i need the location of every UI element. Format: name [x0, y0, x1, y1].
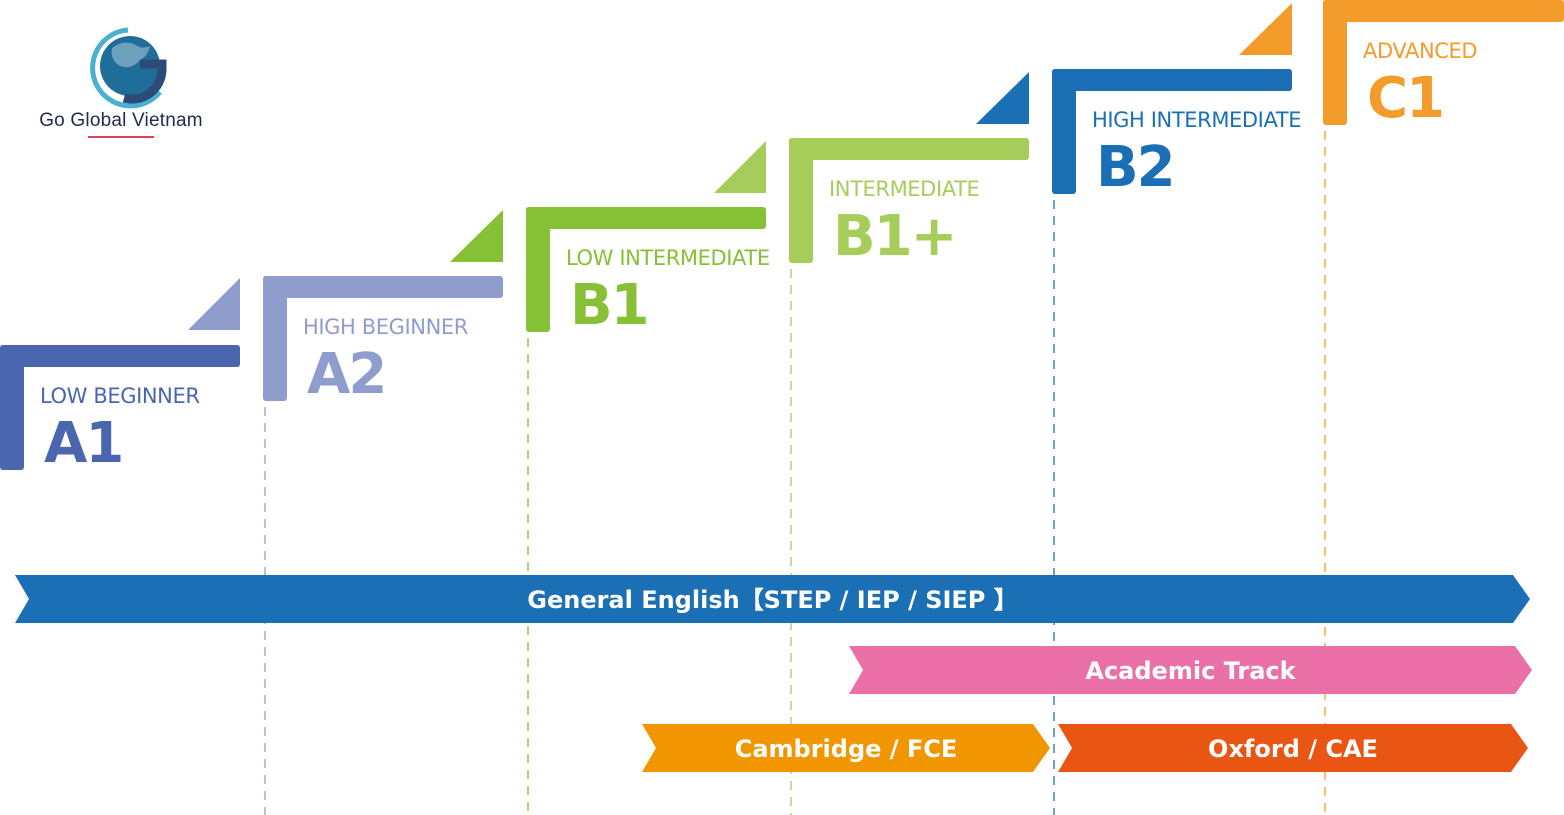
step-top-bar: [0, 345, 240, 367]
step-triangle-icon: [450, 210, 503, 262]
track-general: General English【STEP / IEP / SIEP 】: [15, 575, 1530, 623]
level-code: C1: [1367, 66, 1443, 131]
level-step-c1: ADVANCED C1: [1323, 0, 1564, 131]
step-triangle-icon: [714, 141, 766, 193]
track-label: General English【STEP / IEP / SIEP 】: [527, 586, 1018, 614]
level-name: LOW BEGINNER: [40, 384, 200, 408]
logo-swoosh: [90, 27, 162, 109]
level-step-b1: LOW INTERMEDIATE B1: [526, 141, 770, 338]
level-name: INTERMEDIATE: [829, 177, 979, 201]
level-name: HIGH INTERMEDIATE: [1092, 108, 1301, 132]
level-name: HIGH BEGINNER: [303, 315, 468, 339]
level-steps: LOW BEGINNER A1 HIGH BEGINNER A2 LOW INTERME…: [0, 0, 1564, 476]
level-step-b1-plus: INTERMEDIATE B1+: [789, 72, 1029, 269]
logo-text: Go Global Vietnam: [39, 110, 203, 131]
track-label: Oxford / CAE: [1208, 735, 1378, 763]
step-left-bar: [0, 345, 24, 470]
step-triangle-icon: [976, 72, 1029, 124]
step-triangle-icon: [1239, 3, 1292, 55]
logo-underline: [88, 136, 154, 138]
level-code: A2: [307, 342, 385, 407]
logo-continents: [111, 42, 150, 68]
track-banner: [1058, 724, 1528, 772]
track-label: Cambridge / FCE: [735, 735, 958, 763]
track-banner: [849, 646, 1532, 694]
level-code: A1: [44, 411, 122, 476]
step-top-bar: [789, 138, 1029, 160]
track-oxford: Oxford / CAE: [1058, 724, 1528, 772]
course-tracks: General English【STEP / IEP / SIEP 】 Acade…: [15, 575, 1532, 772]
step-left-bar: [789, 138, 813, 263]
track-academic: Academic Track: [849, 646, 1532, 694]
logo-globe: [100, 36, 160, 96]
level-code: B1: [570, 273, 648, 338]
level-code: B1+: [833, 204, 956, 269]
step-left-bar: [263, 276, 287, 401]
globe-g-icon: [90, 27, 167, 109]
step-left-bar: [526, 207, 550, 332]
step-top-bar: [526, 207, 766, 229]
logo-g-letter: [122, 59, 167, 104]
step-top-bar: [263, 276, 503, 298]
level-step-b2: HIGH INTERMEDIATE B2: [1052, 3, 1302, 200]
level-name: ADVANCED: [1363, 39, 1477, 63]
step-top-bar: [1323, 0, 1564, 22]
step-left-bar: [1323, 0, 1347, 125]
level-code: B2: [1096, 135, 1174, 200]
track-cambridge: Cambridge / FCE: [642, 724, 1050, 772]
step-left-bar: [1052, 69, 1076, 194]
step-top-bar: [1052, 69, 1292, 91]
step-triangle-icon: [188, 278, 240, 330]
level-name: LOW INTERMEDIATE: [566, 246, 770, 270]
level-step-a1: LOW BEGINNER A1: [0, 278, 240, 476]
track-banner: [15, 575, 1530, 623]
track-banner: [642, 724, 1050, 772]
level-step-a2: HIGH BEGINNER A2: [263, 210, 503, 407]
track-label: Academic Track: [1085, 657, 1296, 685]
logo: Go Global Vietnam: [28, 22, 228, 142]
